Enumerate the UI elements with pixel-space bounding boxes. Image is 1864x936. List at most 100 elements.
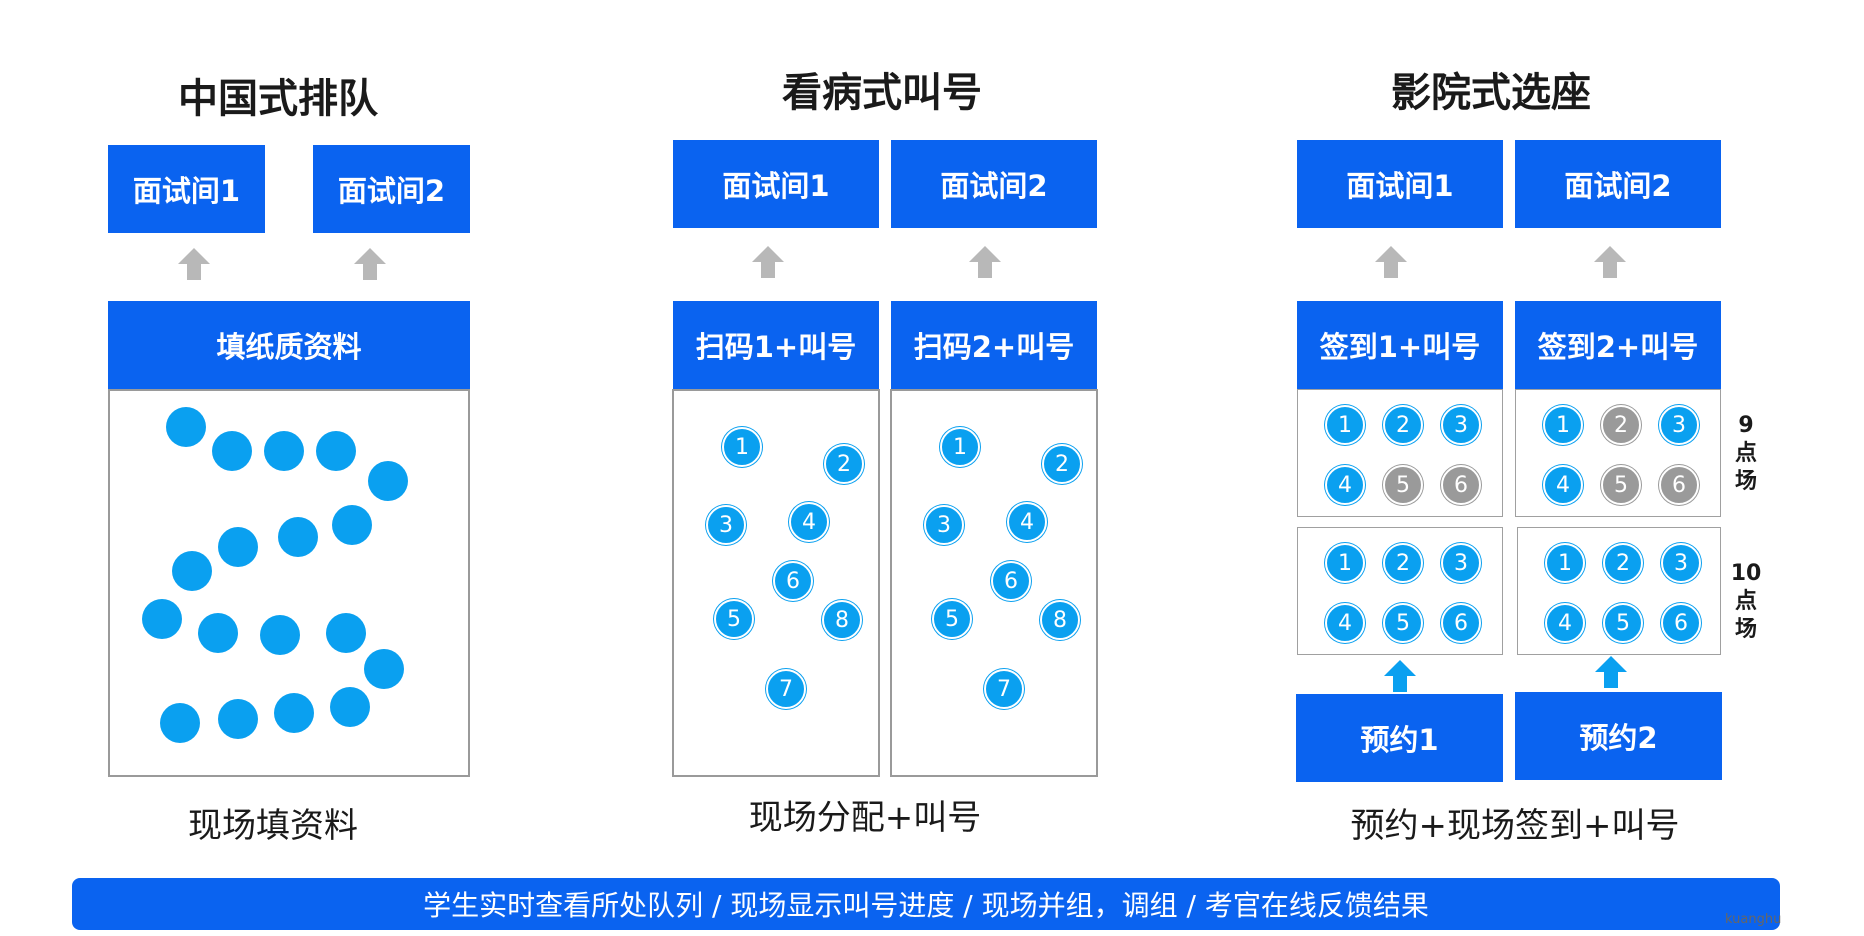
session-9-slot-1: 1 2 3 4 5 6 xyxy=(1297,389,1503,517)
panel1-room2: 面试间2 xyxy=(313,145,470,233)
gray-up-arrow-icon xyxy=(750,244,786,280)
seat-number-taken: 6 xyxy=(1659,465,1699,505)
queue-number: 1 xyxy=(722,427,762,467)
seat-number-taken: 5 xyxy=(1601,465,1641,505)
person-dot xyxy=(160,703,200,743)
feature-banner: 学生实时查看所处队列 / 现场显示叫号进度 / 现场并组，调组 / 考官在线反馈… xyxy=(72,878,1780,930)
session-10-slot-1: 1 2 3 4 5 6 xyxy=(1297,527,1503,655)
queue-number: 5 xyxy=(714,599,754,639)
panel2-room1: 面试间1 xyxy=(673,140,879,228)
panel3-caption: 预约+现场签到+叫号 xyxy=(1350,806,1680,846)
session-label-line: 点 xyxy=(1734,441,1757,466)
session-9-slot-2: 1 2 3 4 5 6 xyxy=(1515,389,1721,517)
person-dot xyxy=(330,687,370,727)
session-label-line: 场 xyxy=(1734,617,1757,642)
gray-up-arrow-icon xyxy=(352,246,388,282)
queue-number: 8 xyxy=(822,600,862,640)
seat-number: 1 xyxy=(1543,405,1583,445)
seat-number: 6 xyxy=(1661,603,1701,643)
panel2-title: 看病式叫号 xyxy=(782,70,982,116)
seat-number: 1 xyxy=(1325,543,1365,583)
seat-number: 3 xyxy=(1441,543,1481,583)
panel3-reservation1: 预约1 xyxy=(1296,694,1503,782)
session-10-slot-2: 1 2 3 4 5 6 xyxy=(1517,527,1721,655)
seat-number: 6 xyxy=(1441,603,1481,643)
queue-number: 3 xyxy=(706,505,746,545)
panel1-title: 中国式排队 xyxy=(178,76,378,122)
panel1-process: 填纸质资料 xyxy=(108,301,470,389)
person-dot xyxy=(316,431,356,471)
queue-number: 7 xyxy=(766,669,806,709)
queue-number: 2 xyxy=(824,444,864,484)
person-dot xyxy=(260,615,300,655)
seat-number-taken: 2 xyxy=(1601,405,1641,445)
queue-number: 6 xyxy=(773,561,813,601)
seat-number: 1 xyxy=(1545,543,1585,583)
panel3-room1: 面试间1 xyxy=(1297,140,1503,228)
gray-up-arrow-icon xyxy=(1373,244,1409,280)
seat-number: 4 xyxy=(1325,465,1365,505)
seat-number: 1 xyxy=(1325,405,1365,445)
gray-up-arrow-icon xyxy=(1592,244,1628,280)
seat-number: 4 xyxy=(1325,603,1365,643)
seat-number: 2 xyxy=(1383,543,1423,583)
person-dot xyxy=(172,551,212,591)
seat-number: 3 xyxy=(1441,405,1481,445)
session-9-label: 9 点 场 xyxy=(1726,412,1766,496)
person-dot xyxy=(274,693,314,733)
blue-up-arrow-icon xyxy=(1382,658,1418,694)
person-dot xyxy=(212,431,252,471)
queue-number: 2 xyxy=(1042,444,1082,484)
panel1-crowd-area xyxy=(108,389,470,777)
person-dot xyxy=(142,599,182,639)
person-dot xyxy=(218,527,258,567)
queue-number: 8 xyxy=(1040,600,1080,640)
panel1-room1: 面试间1 xyxy=(108,145,265,233)
person-dot xyxy=(166,407,206,447)
queue-number: 3 xyxy=(924,505,964,545)
person-dot xyxy=(278,517,318,557)
panel1-caption: 现场填资料 xyxy=(188,806,358,846)
queue-number: 5 xyxy=(932,599,972,639)
panel2-queue-area-1: 1 2 3 4 6 5 8 7 xyxy=(672,389,880,777)
person-dot xyxy=(364,649,404,689)
gray-up-arrow-icon xyxy=(967,244,1003,280)
queue-number: 1 xyxy=(940,427,980,467)
panel2-process1: 扫码1+叫号 xyxy=(673,301,879,389)
queue-number: 6 xyxy=(991,561,1031,601)
seat-number-taken: 6 xyxy=(1441,465,1481,505)
panel3-process2: 签到2+叫号 xyxy=(1515,301,1721,389)
person-dot xyxy=(368,461,408,501)
panel2-process2: 扫码2+叫号 xyxy=(891,301,1097,389)
session-label-line: 9 xyxy=(1738,413,1754,438)
session-10-label: 10 点 场 xyxy=(1726,560,1766,644)
person-dot xyxy=(264,431,304,471)
queue-number: 4 xyxy=(1007,502,1047,542)
person-dot xyxy=(198,613,238,653)
seat-number: 4 xyxy=(1543,465,1583,505)
panel3-process1: 签到1+叫号 xyxy=(1297,301,1503,389)
queue-number: 7 xyxy=(984,669,1024,709)
panel3-title: 影院式选座 xyxy=(1391,70,1591,116)
seat-number: 3 xyxy=(1661,543,1701,583)
queue-number: 4 xyxy=(789,502,829,542)
watermark: kuanghu xyxy=(1725,912,1782,927)
seat-number: 5 xyxy=(1383,603,1423,643)
gray-up-arrow-icon xyxy=(176,246,212,282)
panel2-room2: 面试间2 xyxy=(891,140,1097,228)
blue-up-arrow-icon xyxy=(1593,654,1629,690)
seat-number: 5 xyxy=(1603,603,1643,643)
person-dot xyxy=(332,505,372,545)
person-dot xyxy=(218,699,258,739)
session-label-line: 场 xyxy=(1734,469,1757,494)
person-dot xyxy=(326,613,366,653)
seat-number: 2 xyxy=(1603,543,1643,583)
seat-number: 2 xyxy=(1383,405,1423,445)
panel2-caption: 现场分配+叫号 xyxy=(748,798,982,838)
panel3-room2: 面试间2 xyxy=(1515,140,1721,228)
panel2-queue-area-2: 1 2 3 4 6 5 8 7 xyxy=(890,389,1098,777)
session-label-line: 点 xyxy=(1734,589,1757,614)
panel3-reservation2: 预约2 xyxy=(1515,692,1722,780)
seat-number: 3 xyxy=(1659,405,1699,445)
seat-number: 4 xyxy=(1545,603,1585,643)
